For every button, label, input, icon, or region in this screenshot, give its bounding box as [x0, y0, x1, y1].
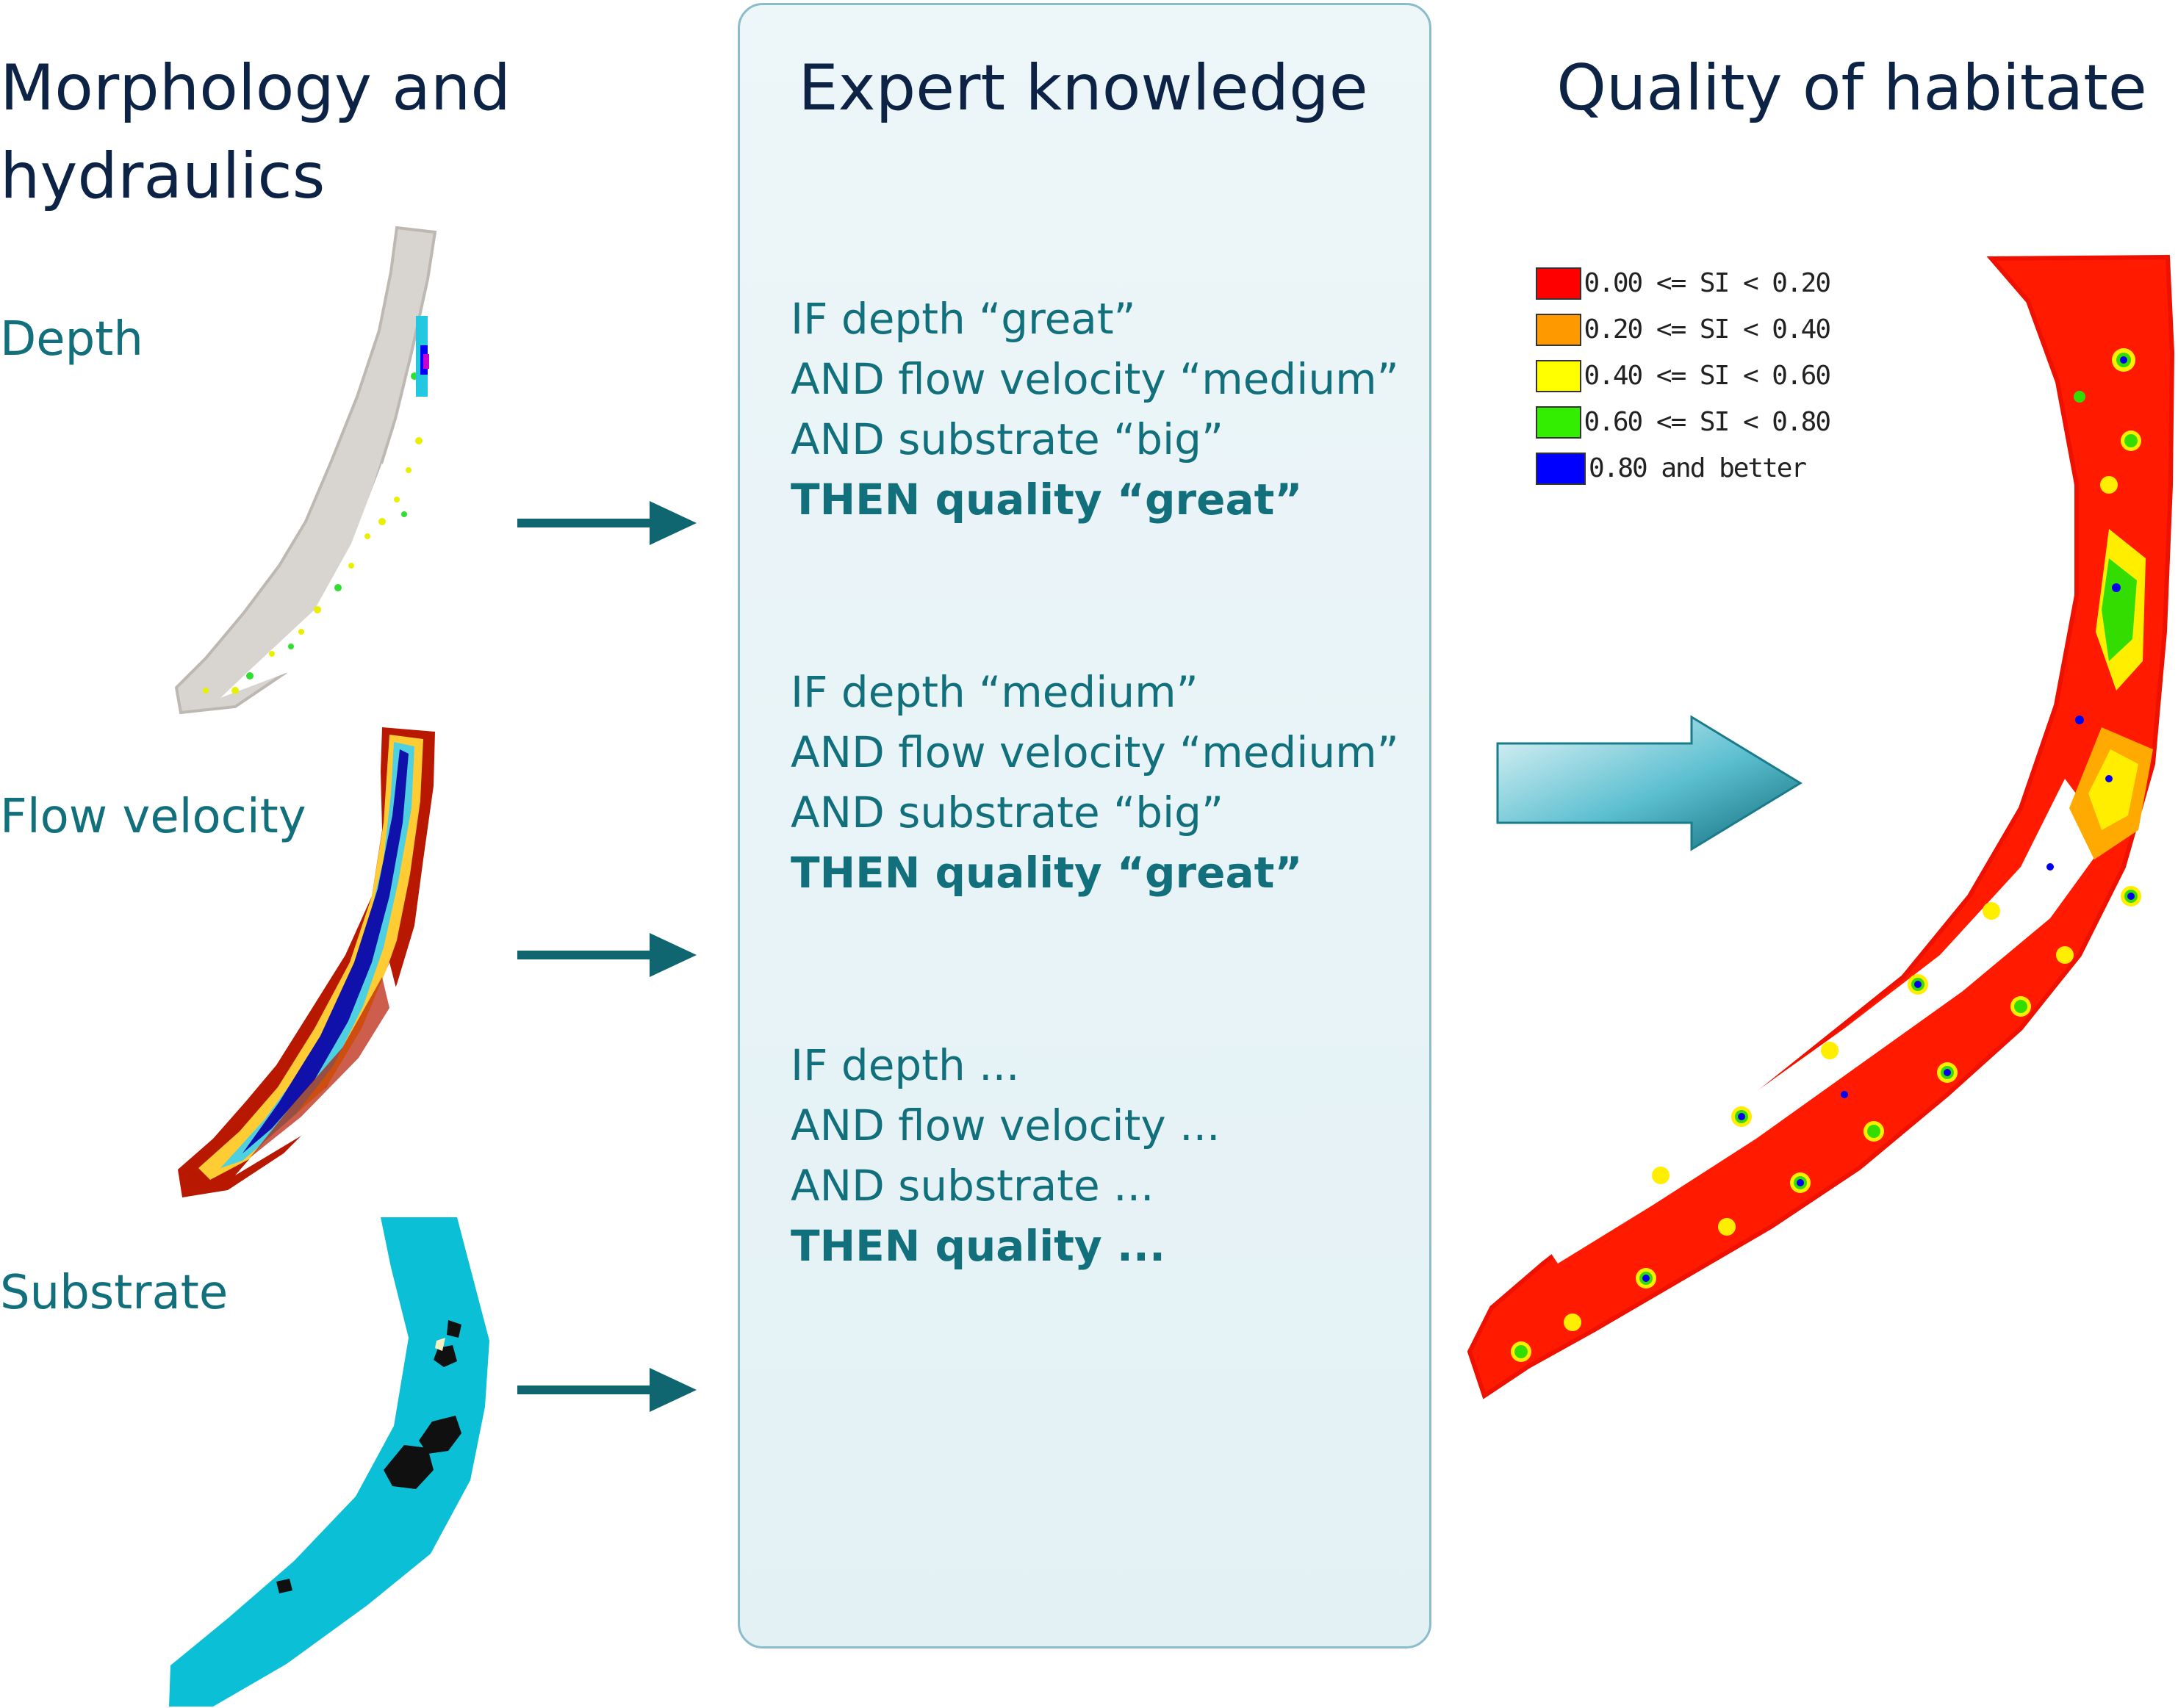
- arrow-depth: [517, 501, 697, 545]
- rule-line: AND flow velocity ...: [791, 1100, 1221, 1150]
- arrow-substrate: [517, 1368, 697, 1412]
- rule-line: IF depth “medium”: [791, 667, 1198, 717]
- legend-item: 0.20 <= SI < 0.40: [1536, 306, 1831, 353]
- rule-line: IF depth ...: [791, 1040, 1020, 1090]
- legend-label: 0.80 and better: [1589, 453, 1807, 483]
- rule-line: IF depth “great”: [791, 294, 1136, 344]
- rule-line: AND substrate ...: [791, 1161, 1154, 1211]
- heading-expert-knowledge: Expert knowledge: [798, 51, 1368, 125]
- legend-item: 0.00 <= SI < 0.20: [1536, 260, 1831, 306]
- legend-label: 0.00 <= SI < 0.20: [1584, 268, 1831, 298]
- heading-morphology: Morphology and hydraulics: [0, 51, 511, 213]
- rule-conclusion: THEN quality “great”: [791, 475, 1303, 525]
- substrate-channel: [169, 1217, 489, 1707]
- legend-swatch: [1536, 267, 1581, 300]
- rule-block: IF depth “great” AND flow velocity “medi…: [791, 289, 1423, 530]
- label-substrate: Substrate: [0, 1266, 229, 1320]
- suitability-patches: [1511, 348, 2141, 1362]
- legend-label: 0.60 <= SI < 0.80: [1584, 407, 1831, 437]
- deep-pool-marker: [416, 316, 429, 397]
- legend: 0.00 <= SI < 0.20 0.20 <= SI < 0.40 0.40…: [1536, 260, 1831, 491]
- rule-block: IF depth ... AND flow velocity ... AND s…: [791, 1035, 1423, 1276]
- rule-line: AND flow velocity “medium”: [791, 354, 1399, 404]
- rule-line: AND substrate “big”: [791, 414, 1224, 464]
- legend-label: 0.40 <= SI < 0.60: [1584, 361, 1831, 391]
- legend-swatch: [1536, 406, 1581, 439]
- legend-swatch: [1536, 452, 1586, 485]
- label-depth: Depth: [0, 312, 143, 367]
- arrow-result: [1496, 715, 1803, 851]
- legend-label: 0.20 <= SI < 0.40: [1584, 314, 1831, 345]
- habitat-quality-map: [1467, 254, 2175, 1399]
- label-flow-velocity: Flow velocity: [0, 790, 306, 844]
- depth-map: [174, 226, 437, 715]
- expert-knowledge-panel: [738, 3, 1431, 1648]
- arrow-flow-velocity: [517, 933, 697, 977]
- legend-item: 0.40 <= SI < 0.60: [1536, 353, 1831, 399]
- substrate-boulders: [276, 1320, 461, 1593]
- substrate-map: [169, 1217, 489, 1707]
- legend-swatch: [1536, 359, 1581, 392]
- rule-conclusion: THEN quality “great”: [791, 848, 1303, 898]
- rule-line: AND substrate “big”: [791, 788, 1224, 837]
- heading-habitat-quality: Quality of habitate: [1556, 51, 2147, 125]
- flow-velocity-map: [178, 727, 435, 1197]
- rule-conclusion: THEN quality ...: [791, 1221, 1165, 1271]
- rule-line: AND flow velocity “medium”: [791, 727, 1399, 777]
- rule-block: IF depth “medium” AND flow velocity “med…: [791, 662, 1423, 903]
- legend-item: 0.60 <= SI < 0.80: [1536, 399, 1831, 445]
- legend-swatch: [1536, 313, 1581, 346]
- legend-item: 0.80 and better: [1536, 445, 1830, 491]
